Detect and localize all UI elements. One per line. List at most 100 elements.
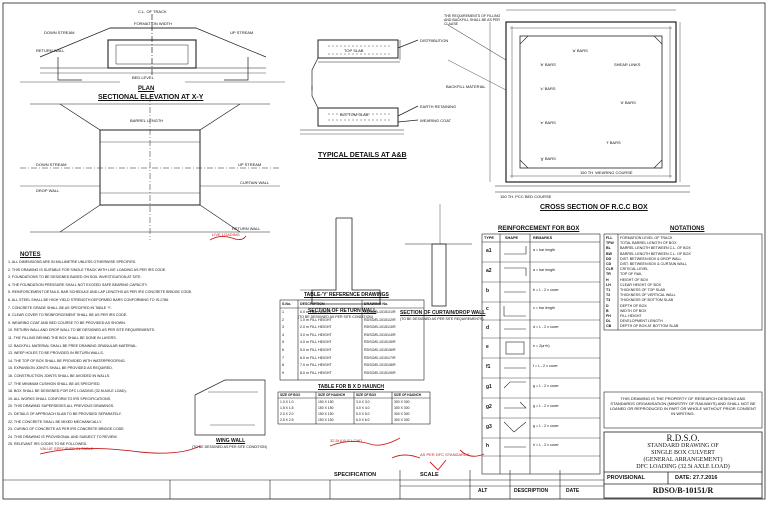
table-y-cell: RDSO/B-10151/5/R: [364, 340, 396, 345]
reinf-remark: g = L - 2 x cover: [533, 384, 559, 388]
red-note-1: LIVE LOADING: [212, 232, 240, 237]
tb-description: DESCRIPTION: [514, 488, 549, 494]
notation-desc: CRITICAL LEVEL: [620, 267, 649, 272]
curtain-wall-section: [405, 204, 472, 307]
table-y-cell: RDSO/B-10151/1/R: [364, 310, 396, 314]
tb-provisional: PROVISIONAL: [607, 475, 645, 481]
notation-desc: BARREL LENGTH BETWEEN C.L. OF BOX: [620, 246, 691, 251]
table-bxd-frame: [277, 391, 431, 425]
table-bxd-cell: 1.0 X 1.0: [280, 400, 294, 404]
cross-bar-a: 'a' BARS: [572, 48, 588, 53]
reinf-remark: b = L - 2 x cover: [533, 288, 559, 292]
notation-desc: DIST. BETWEEN BOX & DROP WALL: [620, 256, 682, 261]
table-y-title: TABLE-'Y' REFERENCE DRAWINGS: [304, 292, 389, 298]
sectional-elevation: [20, 14, 285, 83]
notation-desc: THICKNESS OF TOP SLAB: [620, 288, 665, 292]
note-line: 6. ALL STEEL SHALL BE HIGH YIELD STRENGT…: [8, 298, 169, 302]
table-bxd-cell: 150 X 150: [318, 418, 334, 422]
table-bxd-cell: 300 X 300: [394, 412, 410, 416]
note-line: 24. THIS DRAWING IS PROVISIONAL AND SUBJ…: [8, 434, 118, 439]
tb-specification: SPECIFICATION: [334, 472, 377, 478]
table-bxd-cell: 2.0 X 2.0: [280, 412, 294, 416]
table-y-header: DESCRIPTION: [300, 302, 325, 306]
cross-shear-links: SHEAR LINKS: [614, 62, 641, 67]
table-bxd-header: SIZE OF HAUNCH: [318, 393, 346, 397]
table-bxd-header: SIZE OF BOX: [280, 393, 301, 397]
cross-note: THE REQUIREMENTS OF FILLING AND BACKFILL…: [444, 14, 501, 26]
table-bxd-cell: 4.0 X 4.0: [356, 406, 370, 410]
table-bxd-cell: 300 X 300: [394, 406, 410, 410]
reinf-type: g3: [486, 424, 492, 430]
typ-top-slab: TOP SLAB: [344, 48, 364, 53]
elev-return-wall: RETURN WALL: [36, 48, 65, 53]
typ-earth-retaining: EARTH RETAINING: [420, 104, 457, 109]
table-bxd-cell: 300 X 300: [394, 418, 410, 422]
note-line: 13. WEEP HOLES TO BE PROVIDED IN RETURN …: [8, 351, 104, 356]
curtain-title: SECTION OF CURTAIN/DROP WALL: [400, 310, 486, 316]
typ-title: TYPICAL DETAILS AT A&B: [318, 152, 407, 159]
tb-line2: SINGLE BOX CULVERT: [651, 450, 715, 456]
typical-details: [300, 39, 419, 135]
notation-desc: CLEAR HEIGHT OF BOX: [620, 282, 662, 287]
cross-pcc: 150 TH. PCC BED COURSE: [500, 194, 552, 199]
elev-cl-track: C.L. OF TRACK: [138, 9, 167, 14]
notation-code: CLR: [606, 267, 614, 272]
reinf-remark: a = bar length: [533, 248, 556, 252]
notation-code: LH: [606, 282, 611, 287]
notation-desc: DEPTH OF BOX AT BOTTOM SLAB: [620, 324, 679, 329]
notation-desc: HEIGHT OF BOX: [620, 277, 649, 282]
typ-wearing-coat: WEARING COAT: [420, 118, 452, 123]
notation-code: H: [606, 277, 609, 282]
notation-desc: FORMATION LEVEL OF TRACK: [620, 236, 673, 240]
notation-code: T2: [606, 293, 611, 298]
plan-up-stream: UP STREAM: [238, 162, 262, 167]
red-note-4: AS PER DFC STANDARDS: [420, 452, 470, 457]
table-bxd-header: SIZE OF BOX: [356, 393, 377, 397]
table-y-cell: 8: [282, 363, 284, 368]
table-y-cell: 7.0 m FILL HEIGHT: [300, 363, 332, 368]
notation-code: T3: [606, 298, 611, 303]
reinf-type: b: [486, 288, 490, 294]
reinf-remark: d = L - 2 x cover: [533, 325, 559, 329]
table-y-cell: 5: [282, 340, 284, 345]
notes-heading: NOTES: [20, 252, 41, 258]
notation-code: B: [606, 308, 609, 313]
table-y-cell: 8.0 m FILL HEIGHT: [300, 370, 332, 375]
reinf-type: f1: [486, 364, 491, 370]
notation-desc: THICKNESS OF VERTICAL WALL: [620, 293, 676, 298]
note-line: 5. REINFORCEMENT DETAILS, BAR SCHEDULE A…: [8, 290, 193, 295]
note-line: 20. THIS DRAWING SUPERSEDES ALL PREVIOUS…: [8, 404, 115, 409]
reinf-type: a2: [486, 268, 492, 274]
note-line: 21. DETAILS OF APPROACH SLAB TO BE PROVI…: [8, 412, 122, 416]
note-line: 8. CLEAR COVER TO REINFORCEMENT SHALL BE…: [8, 313, 128, 318]
table-y-cell: 6.0 m FILL HEIGHT: [300, 355, 332, 360]
note-line: 2. THIS DRAWING IS SUITABLE FOR SINGLE T…: [8, 267, 167, 272]
note-line: 7. CONCRETE GRADE SHALL BE AS SPECIFIED …: [8, 305, 112, 310]
typ-distribution: DISTRIBUTION: [420, 38, 449, 43]
table-y-header: DRAWING No.: [364, 302, 389, 306]
table-y-cell: 3: [282, 325, 284, 330]
reinforcement-frame: [481, 233, 601, 475]
notation-desc: TOTAL BARREL LENGTH OF BOX: [620, 241, 677, 246]
table-y-cell: 2: [282, 317, 284, 322]
note-line: 12. BACKFILL MATERIAL SHALL BE FREE DRAI…: [8, 343, 138, 348]
tb-date-col: DATE: [566, 488, 580, 494]
notation-code: BW: [606, 251, 612, 256]
table-y-cell: 5.0 m FILL HEIGHT: [300, 348, 332, 352]
property-note: THIS DRAWING IS THE PROPERTY OF RESEARCH…: [609, 396, 757, 416]
tb-line1: STANDARD DRAWING OF: [647, 443, 719, 449]
table-y-cell: 4.0 m FILL HEIGHT: [300, 340, 332, 345]
return-sub: (TO BE DESIGNED AS PER SITE CONDITION): [298, 315, 374, 319]
reinf-type: g1: [486, 384, 492, 390]
reinf-header: REMARKS: [533, 236, 553, 240]
note-line: 14. THE TOP OF BOX SHALL BE PROVIDED WIT…: [8, 358, 126, 363]
cross-bar-d: 'd' BARS: [620, 100, 636, 105]
tb-org: R.D.S.O.: [666, 433, 700, 443]
table-bxd-cell: 6.0 X 6.0: [356, 418, 370, 422]
cross-wearing: 150 TH. WEARING COURSE: [580, 170, 633, 175]
reinf-remark: a = bar length: [533, 268, 556, 272]
notation-code: TR: [606, 272, 611, 277]
table-y-cell: 6: [282, 348, 284, 352]
cross-backfill: BACKFILL MATERIAL: [446, 84, 486, 89]
